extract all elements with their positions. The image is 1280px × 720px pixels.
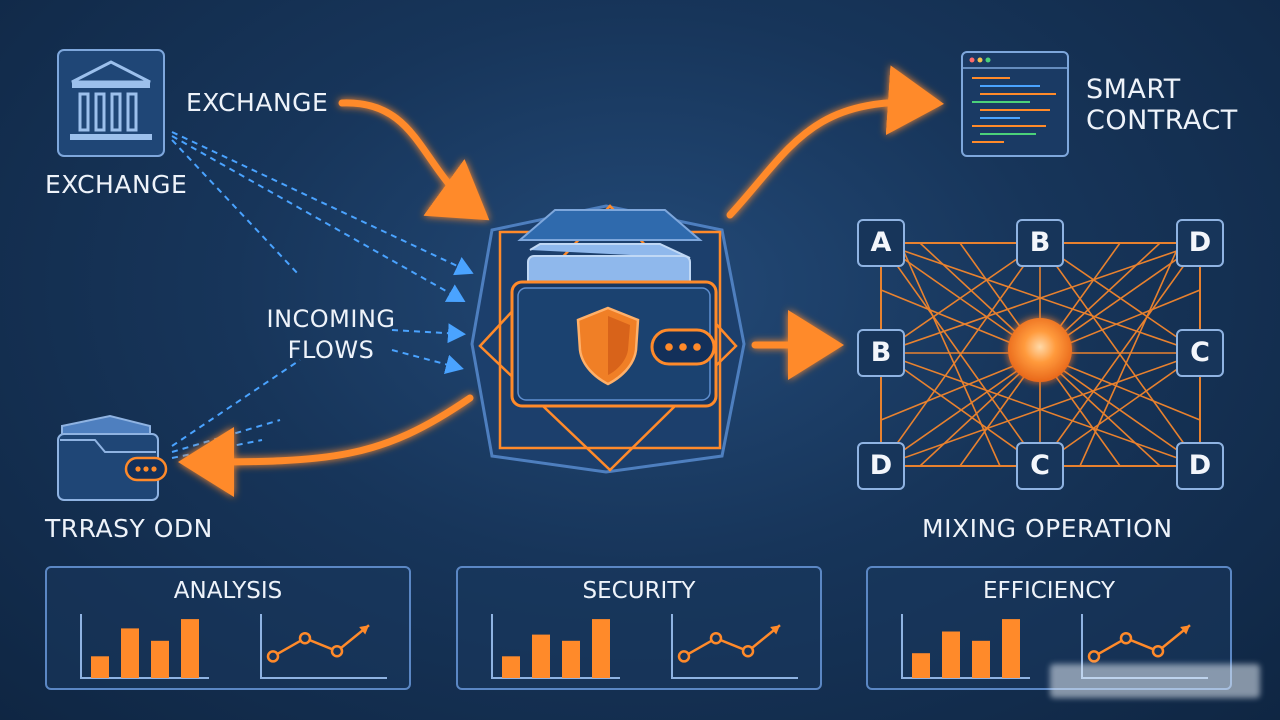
exchange-label-bottom: EXCHANGE: [45, 170, 188, 199]
treasury-label: TRRASY ODN: [45, 514, 213, 543]
mini-line-point: [709, 631, 723, 645]
orange-arrows: [178, 65, 944, 497]
mini-line-point: [741, 644, 755, 658]
mini-line-arrowhead: [359, 625, 369, 635]
exchange-label-top: EXCHANGE: [186, 88, 329, 117]
bank-icon: [57, 49, 165, 157]
mixing-node-mid-left: B: [857, 329, 905, 377]
panel-security: SECURITY: [456, 566, 822, 690]
mini-bar: [972, 640, 990, 678]
mixing-core-orb: [1008, 318, 1072, 382]
code-window-icon: [961, 51, 1069, 157]
panel-title: EFFICIENCY: [982, 578, 1116, 604]
wallet-icon: [470, 204, 746, 474]
mini-line-point: [677, 650, 691, 663]
mini-line: [272, 624, 370, 658]
mini-bar: [181, 619, 199, 678]
mini-bar: [1002, 619, 1020, 678]
mixing-node-mid-right: C: [1176, 329, 1224, 377]
line-axis: [260, 614, 387, 679]
panel-mini-charts: [80, 614, 387, 679]
mini-line-point: [266, 650, 280, 663]
mixing-node-bottom-right: D: [1176, 442, 1224, 490]
mixing-node-top-mid: B: [1016, 219, 1064, 267]
mini-bar: [942, 631, 960, 678]
mixing-node-bottom-mid: C: [1016, 442, 1064, 490]
mini-bar: [91, 656, 109, 678]
mini-line-arrowhead: [770, 625, 780, 635]
mini-line: [1093, 624, 1191, 658]
incoming-flows-line1: INCOMING: [266, 305, 396, 333]
mini-bar: [912, 653, 930, 678]
mini-line-point: [1119, 631, 1133, 645]
smart-contract-label: SMART CONTRACT: [1086, 74, 1238, 136]
watermark: [1050, 664, 1260, 698]
panel-mini-charts: [491, 614, 798, 679]
line-axis: [671, 614, 798, 679]
mini-line-point: [330, 644, 344, 658]
mini-line-arrowhead: [1180, 625, 1190, 635]
mixing-node-top-left: A: [857, 219, 905, 267]
folder-wallet-icon: [57, 414, 168, 501]
mini-bar: [151, 640, 169, 678]
panel-analysis: ANALYSIS: [45, 566, 411, 690]
incoming-flows-label: INCOMING FLOWS: [258, 304, 404, 366]
mixing-node-bottom-left: D: [857, 442, 905, 490]
mini-bar: [121, 628, 139, 678]
mini-bar: [592, 619, 610, 678]
mini-line-point: [1087, 650, 1101, 663]
mini-bar: [532, 634, 550, 678]
panel-title: ANALYSIS: [173, 578, 283, 604]
mini-line-point: [298, 631, 312, 645]
mini-bar: [502, 656, 520, 678]
mixing-operation-label: MIXING OPERATION: [922, 514, 1173, 543]
mixing-node-top-right: D: [1176, 219, 1224, 267]
incoming-flow-lines: [171, 131, 474, 459]
incoming-flows-line2: FLOWS: [287, 336, 375, 364]
smart-contract-line2: CONTRACT: [1086, 105, 1238, 136]
smart-contract-line1: SMART: [1086, 74, 1181, 105]
mini-line-point: [1151, 644, 1165, 658]
panel-title: SECURITY: [582, 578, 696, 604]
mini-line: [683, 624, 781, 658]
mini-bar: [562, 640, 580, 678]
